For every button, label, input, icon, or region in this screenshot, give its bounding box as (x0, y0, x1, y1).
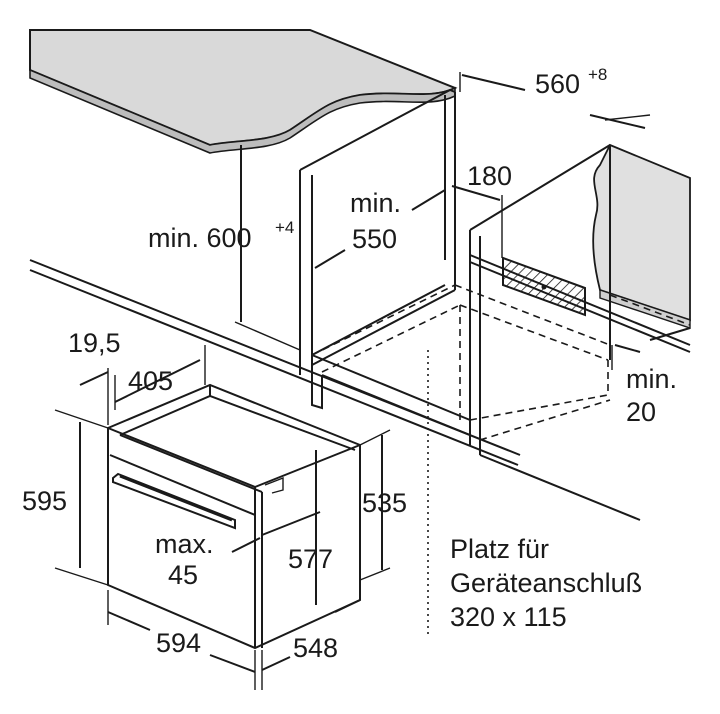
vent-opening (502, 256, 586, 317)
handle-label-line1: max. (155, 529, 214, 559)
niche-height-label: min. 600 (148, 223, 252, 253)
niche-width-tolerance: +8 (588, 65, 607, 84)
oven-height-label: 595 (22, 486, 67, 516)
oven-handle (112, 472, 236, 530)
vent-gap-label: 180 (467, 161, 512, 191)
niche-height-tolerance: +4 (275, 218, 294, 237)
side-wall (592, 143, 691, 329)
connection-space-line1: Platz für (450, 534, 549, 564)
labels: 560 +8 180 min. 600 +4 min. 550 min. 20 … (22, 65, 677, 663)
body-height-label: 535 (362, 488, 407, 518)
oven (107, 383, 361, 650)
rear-gap-line1: min. (626, 364, 677, 394)
niche-width-label: 560 (535, 69, 580, 99)
niche-depth-line2: 550 (352, 224, 397, 254)
connection-space-line3: 320 x 115 (450, 602, 567, 632)
top-depth-label: 405 (128, 366, 173, 396)
connection-space-line2: Geräteanschluß (450, 568, 642, 598)
hidden-edges (311, 284, 691, 441)
front-offset-label: 19,5 (68, 328, 121, 358)
dimension-lines (54, 72, 691, 690)
oven-depth-label: 548 (293, 633, 338, 663)
rear-gap-line2: 20 (626, 397, 656, 427)
inner-height-label: 577 (288, 544, 333, 574)
worktop (29, 29, 458, 154)
niche-depth-line1: min. (350, 188, 401, 218)
oven-width-label: 594 (156, 628, 201, 658)
handle-label-line2: 45 (168, 560, 198, 590)
